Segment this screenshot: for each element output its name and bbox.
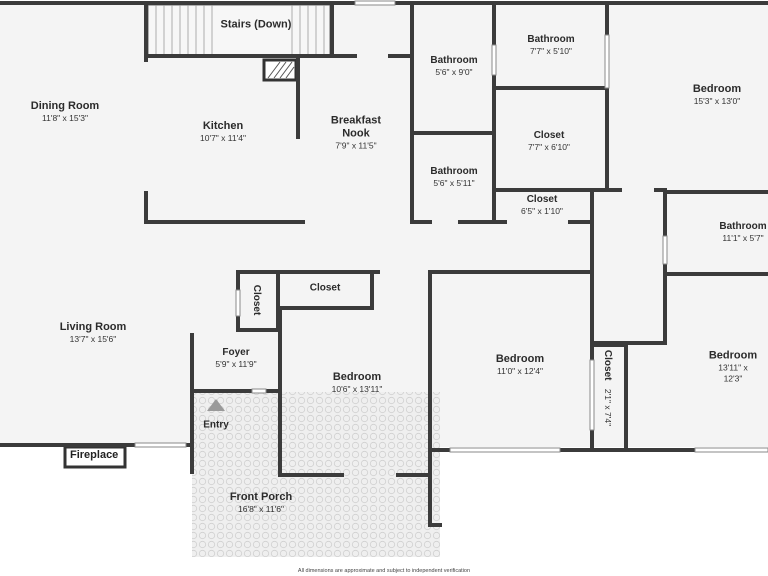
room-kitchen: Kitchen 10'7" x 11'4": [200, 120, 246, 144]
room-name: Closet: [526, 194, 558, 205]
room-name: Bathroom: [527, 34, 575, 45]
room-dimensions: 7'7" x 6'10": [528, 142, 570, 152]
room-name: Stairs (Down): [220, 18, 292, 31]
room-bathroom-1: Bathroom 5'6" x 9'0": [430, 54, 477, 78]
room-name: Closet: [251, 284, 262, 316]
room-dimensions: 5'6" x 5'11": [433, 178, 475, 188]
room-closet-5: Closet 2'1" x 7'4": [600, 350, 618, 426]
room-dimensions: 6'5" x 1'10": [521, 206, 563, 216]
room-name: Bathroom: [430, 166, 478, 177]
room-name: Entry: [203, 419, 229, 431]
room-dimensions: 7'9" x 11'5": [335, 140, 377, 151]
room-bedroom-1: Bedroom 15'3" x 13'0": [693, 83, 741, 107]
room-name: Bedroom: [692, 83, 742, 95]
room-dimensions: 10'6" x 13'11": [331, 384, 383, 394]
room-dimensions: 15'3" x 13'0": [693, 96, 741, 106]
room-name: Kitchen: [202, 120, 244, 132]
room-name: Bedroom: [332, 371, 382, 383]
room-name: Bathroom: [719, 221, 767, 232]
room-dimensions: 7'7" x 5'10": [530, 46, 572, 56]
room-bathroom-4: Bathroom 11'1" x 5'7": [719, 220, 766, 244]
stairs: [147, 4, 331, 57]
room-closet-2: Closet 6'5" x 1'10": [521, 193, 563, 217]
room-dimensions: 5'6" x 9'0": [435, 67, 473, 77]
room-dining: Dining Room 11'8" x 15'3": [31, 100, 99, 124]
room-closet-3: Closet: [249, 285, 267, 316]
room-dimensions: 11'0" x 12'4": [497, 366, 543, 376]
entry-arrow-icon: [207, 399, 225, 411]
room-front-porch: Front Porch 16'8" x 11'6": [230, 491, 292, 515]
room-closet-1: Closet 7'7" x 6'10": [528, 129, 570, 153]
room-living: Living Room 13'7" x 15'6": [60, 321, 127, 345]
disclaimer-footnote: All dimensions are approximate and subje…: [297, 568, 471, 574]
room-dimensions: 10'7" x 11'4": [200, 133, 246, 143]
windows: [134, 0, 768, 453]
fireplace-label: Fireplace: [70, 449, 119, 461]
room-closet-4: Closet: [310, 282, 341, 295]
room-name: Closet: [309, 282, 341, 294]
room-bathroom-3: Bathroom 7'7" x 5'10": [527, 33, 574, 57]
interior-floor: [0, 3, 768, 447]
room-name: Bathroom: [430, 55, 478, 66]
hatched-box: [262, 58, 298, 82]
room-name: Closet: [533, 130, 565, 141]
room-name: Breakfast Nook: [330, 114, 382, 140]
walls: [0, 1, 768, 527]
room-dimensions: 13'11" x 12'3": [718, 362, 748, 384]
room-dimensions: 5'9" x 11'9": [215, 359, 257, 369]
room-bedroom-3: Bedroom 11'0" x 12'4": [496, 353, 544, 377]
room-name: Closet: [602, 349, 613, 381]
room-bedroom-4: Bedroom 13'11" x 12'3": [709, 350, 757, 385]
room-name: Bedroom: [495, 353, 545, 365]
room-dimensions: 13'7" x 15'6": [69, 334, 117, 344]
room-name: Front Porch: [229, 491, 293, 503]
room-name: Foyer: [222, 347, 250, 358]
room-name: Living Room: [59, 321, 127, 333]
front-porch-floor: [192, 392, 280, 476]
room-stairs: Stairs (Down): [221, 19, 292, 32]
room-dimensions: 16'8" x 11'6": [238, 504, 284, 514]
room-entry: Entry: [203, 419, 229, 432]
room-foyer: Foyer 5'9" x 11'9": [215, 346, 256, 370]
room-bedroom-2: Bedroom 10'6" x 13'11": [332, 371, 383, 395]
room-name: Bedroom: [708, 349, 758, 362]
room-bathroom-2: Bathroom 5'6" x 5'11": [430, 165, 477, 189]
room-dimensions: 11'1" x 5'7": [722, 233, 764, 243]
room-dimensions: 2'1" x 7'4": [603, 388, 613, 427]
room-name: Dining Room: [30, 100, 100, 112]
room-breakfast-nook: Breakfast Nook 7'9" x 11'5": [331, 115, 381, 152]
room-dimensions: 11'8" x 15'3": [42, 113, 88, 123]
